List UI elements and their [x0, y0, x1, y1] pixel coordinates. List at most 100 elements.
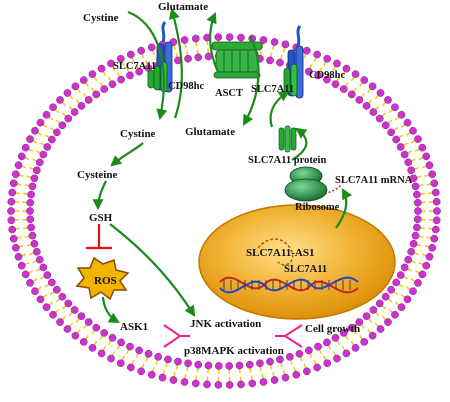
lipid-head — [49, 103, 57, 112]
lipid-head — [56, 318, 64, 326]
lipid-head — [30, 239, 39, 248]
lipid-head — [11, 243, 20, 252]
lipid-head — [8, 188, 17, 197]
lipid-head — [71, 82, 80, 91]
label-cystine-out: Cystine — [83, 12, 119, 24]
lipid-head — [48, 278, 56, 287]
lipid-head — [362, 102, 371, 110]
lipid-head — [64, 114, 73, 123]
lipid-head — [8, 225, 17, 234]
lipid-head — [414, 207, 422, 215]
label-ribosome: Ribosome — [295, 202, 340, 213]
label-gsh: GSH — [89, 212, 113, 224]
lipid-head — [42, 110, 51, 119]
lipid-head — [304, 67, 313, 76]
lipid-head — [245, 360, 254, 369]
lipid-head — [431, 188, 440, 197]
label-slc7a11-right: SLC7A11 — [251, 84, 294, 95]
diagram-labels: Cystine Glutamate SLC7A11 CD98hc ASCT SL… — [77, 1, 413, 357]
lipid-head — [391, 310, 399, 319]
lipid-head — [174, 357, 182, 366]
lipid-head — [276, 355, 284, 364]
cell-membrane — [7, 33, 441, 389]
lipid-head — [42, 303, 51, 312]
lipid-head — [63, 89, 72, 97]
lipid-head — [28, 231, 37, 240]
lipid-head — [17, 261, 26, 270]
lipid-head — [376, 89, 385, 97]
arrow-protein-transporter — [269, 90, 290, 128]
lncrna-strand — [257, 238, 294, 266]
lipid-head — [404, 158, 413, 167]
lipid-head — [21, 270, 30, 279]
lipid-head — [214, 381, 223, 389]
lipid-head — [28, 182, 37, 191]
lipid-head — [323, 338, 331, 347]
lipid-head — [21, 143, 30, 152]
lipid-head — [84, 318, 93, 326]
lipid-head — [295, 349, 304, 358]
lipid-head — [100, 329, 109, 337]
lipid-head — [56, 96, 64, 104]
lipid-head — [404, 255, 413, 264]
lipid-head — [392, 278, 400, 287]
lipid-head — [409, 287, 417, 296]
lipid-head — [135, 67, 144, 76]
lipid-head — [84, 96, 93, 104]
label-slc7a11-mrna: SLC7A11 mRNA — [335, 175, 413, 186]
membrane-lipid-heads — [7, 33, 441, 389]
lipid-head — [375, 299, 384, 308]
lipid-head — [27, 190, 35, 199]
lipid-head — [14, 252, 23, 261]
lipid-head — [422, 261, 431, 270]
lipid-head — [259, 36, 268, 44]
lipid-head — [384, 96, 392, 104]
lipid-head — [116, 54, 125, 63]
lipid-head — [285, 352, 294, 361]
lipid-head — [58, 292, 67, 301]
lipid-head — [117, 75, 125, 84]
lipid-head — [302, 46, 311, 55]
lipid-head — [43, 271, 52, 279]
lipid-head — [137, 367, 146, 376]
lipid-head — [369, 306, 378, 314]
lipid-head — [430, 234, 439, 243]
lipid-head — [71, 331, 80, 340]
lipid-head — [314, 71, 322, 80]
lipid-head — [108, 333, 117, 342]
lipid-head — [100, 85, 109, 93]
lipid-head — [214, 362, 223, 370]
label-cystine-in: Cystine — [120, 128, 156, 140]
lipid-head — [225, 381, 234, 389]
lipid-head — [302, 367, 311, 376]
lipid-head — [17, 152, 26, 161]
lipid-head — [225, 33, 234, 41]
lipid-head — [203, 380, 211, 389]
lipid-head — [384, 318, 392, 326]
lipid-head — [342, 64, 351, 73]
lipid-head — [32, 247, 41, 256]
signal-junctions — [163, 324, 303, 348]
lipid-head — [397, 303, 406, 312]
lipid-head — [9, 179, 18, 188]
lipid-head — [323, 75, 331, 84]
lipid-head — [184, 54, 192, 63]
lipid-head — [126, 342, 134, 351]
lipid-head — [281, 373, 290, 382]
lipid-head — [430, 179, 439, 188]
lipid-head — [323, 359, 332, 368]
label-asct: ASCT — [215, 88, 243, 99]
lipid-head — [323, 54, 332, 63]
arrow-ribosome-protein — [291, 127, 308, 161]
lipid-head — [259, 378, 268, 386]
label-cysteine: Cysteine — [77, 169, 117, 181]
lipid-head — [158, 373, 167, 382]
lipid-head — [58, 121, 67, 130]
label-ask1: ASK1 — [120, 321, 148, 333]
lipid-head — [428, 243, 437, 252]
lipid-head — [184, 359, 192, 368]
lipid-head — [397, 110, 406, 119]
lipid-head — [126, 71, 134, 80]
lipid-head — [281, 40, 290, 49]
lipid-head — [77, 312, 86, 320]
